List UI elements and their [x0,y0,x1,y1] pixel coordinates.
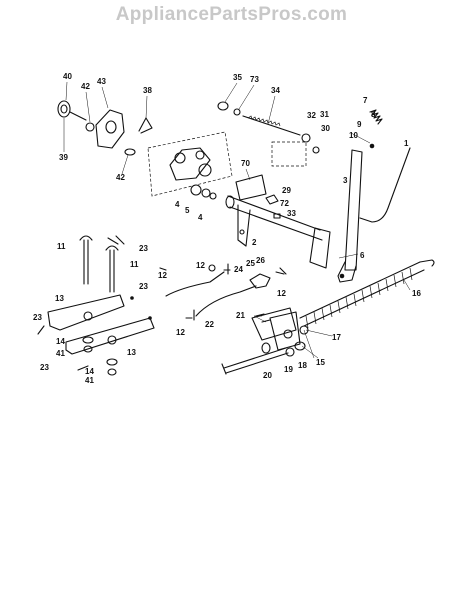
callout-30: 30 [321,124,330,133]
callout-6: 6 [360,251,365,260]
callout-1: 1 [404,139,409,148]
callout-72: 72 [280,199,289,208]
callout-20: 20 [263,371,272,380]
callout-labels: 40 42 43 38 39 42 35 73 34 7 8 9 10 1 32… [33,72,421,385]
callout-23c: 23 [33,313,42,322]
threaded-rod-assembly [217,101,320,167]
callout-8: 8 [371,110,376,119]
callout-2: 2 [252,238,257,247]
callout-23d: 23 [40,363,49,372]
callout-43: 43 [97,77,106,86]
callout-32: 32 [307,111,316,120]
callout-13a: 13 [55,294,64,303]
callout-9: 9 [357,120,362,129]
callout-17: 17 [332,333,341,342]
callout-23a: 23 [139,244,148,253]
callout-41b: 41 [85,376,94,385]
hanger-links [37,235,155,376]
callout-5: 5 [185,206,190,215]
callout-14b: 14 [85,367,94,376]
small-spring [369,109,383,149]
callout-4a: 4 [175,200,180,209]
callout-42: 42 [81,82,90,91]
mounting-plate [147,131,233,197]
callout-29: 29 [282,186,291,195]
callout-38: 38 [143,86,152,95]
callout-23b: 23 [139,282,148,291]
callout-19: 19 [284,365,293,374]
callout-13b: 13 [127,348,136,357]
bolt-assembly [221,307,309,375]
large-spring [299,259,435,329]
callout-12a: 12 [196,261,205,270]
callout-11b: 11 [130,260,139,269]
callout-4b: 4 [198,213,203,222]
callout-35: 35 [233,73,242,82]
callout-31: 31 [320,110,329,119]
callout-25: 25 [246,259,255,268]
callout-39: 39 [59,153,68,162]
callout-33: 33 [287,209,296,218]
lift-shaft [190,174,331,269]
callout-11a: 11 [57,242,66,251]
watermark-header: AppliancePartsPros.com [115,4,348,25]
control-rod [359,147,411,223]
callout-40: 40 [63,72,72,81]
callout-70: 70 [241,159,250,168]
callout-42b: 42 [116,173,125,182]
callout-21: 21 [236,311,245,320]
callout-15: 15 [316,358,325,367]
callout-12d: 12 [176,328,185,337]
callout-3: 3 [343,176,348,185]
callout-24: 24 [234,265,243,274]
callout-10: 10 [349,131,358,140]
callout-14a: 14 [56,337,65,346]
link-rod [159,263,287,321]
leader-lines [63,81,411,359]
knob-assembly [57,100,153,156]
callout-26: 26 [256,256,265,265]
callout-22: 22 [205,320,214,329]
callout-7: 7 [363,96,368,105]
lift-lever [337,149,363,283]
callout-34: 34 [271,86,280,95]
callout-12c: 12 [277,289,286,298]
callout-16: 16 [412,289,421,298]
callout-18: 18 [298,361,307,370]
callout-41a: 41 [56,349,65,358]
callout-12b: 12 [158,271,167,280]
callout-73: 73 [250,75,259,84]
